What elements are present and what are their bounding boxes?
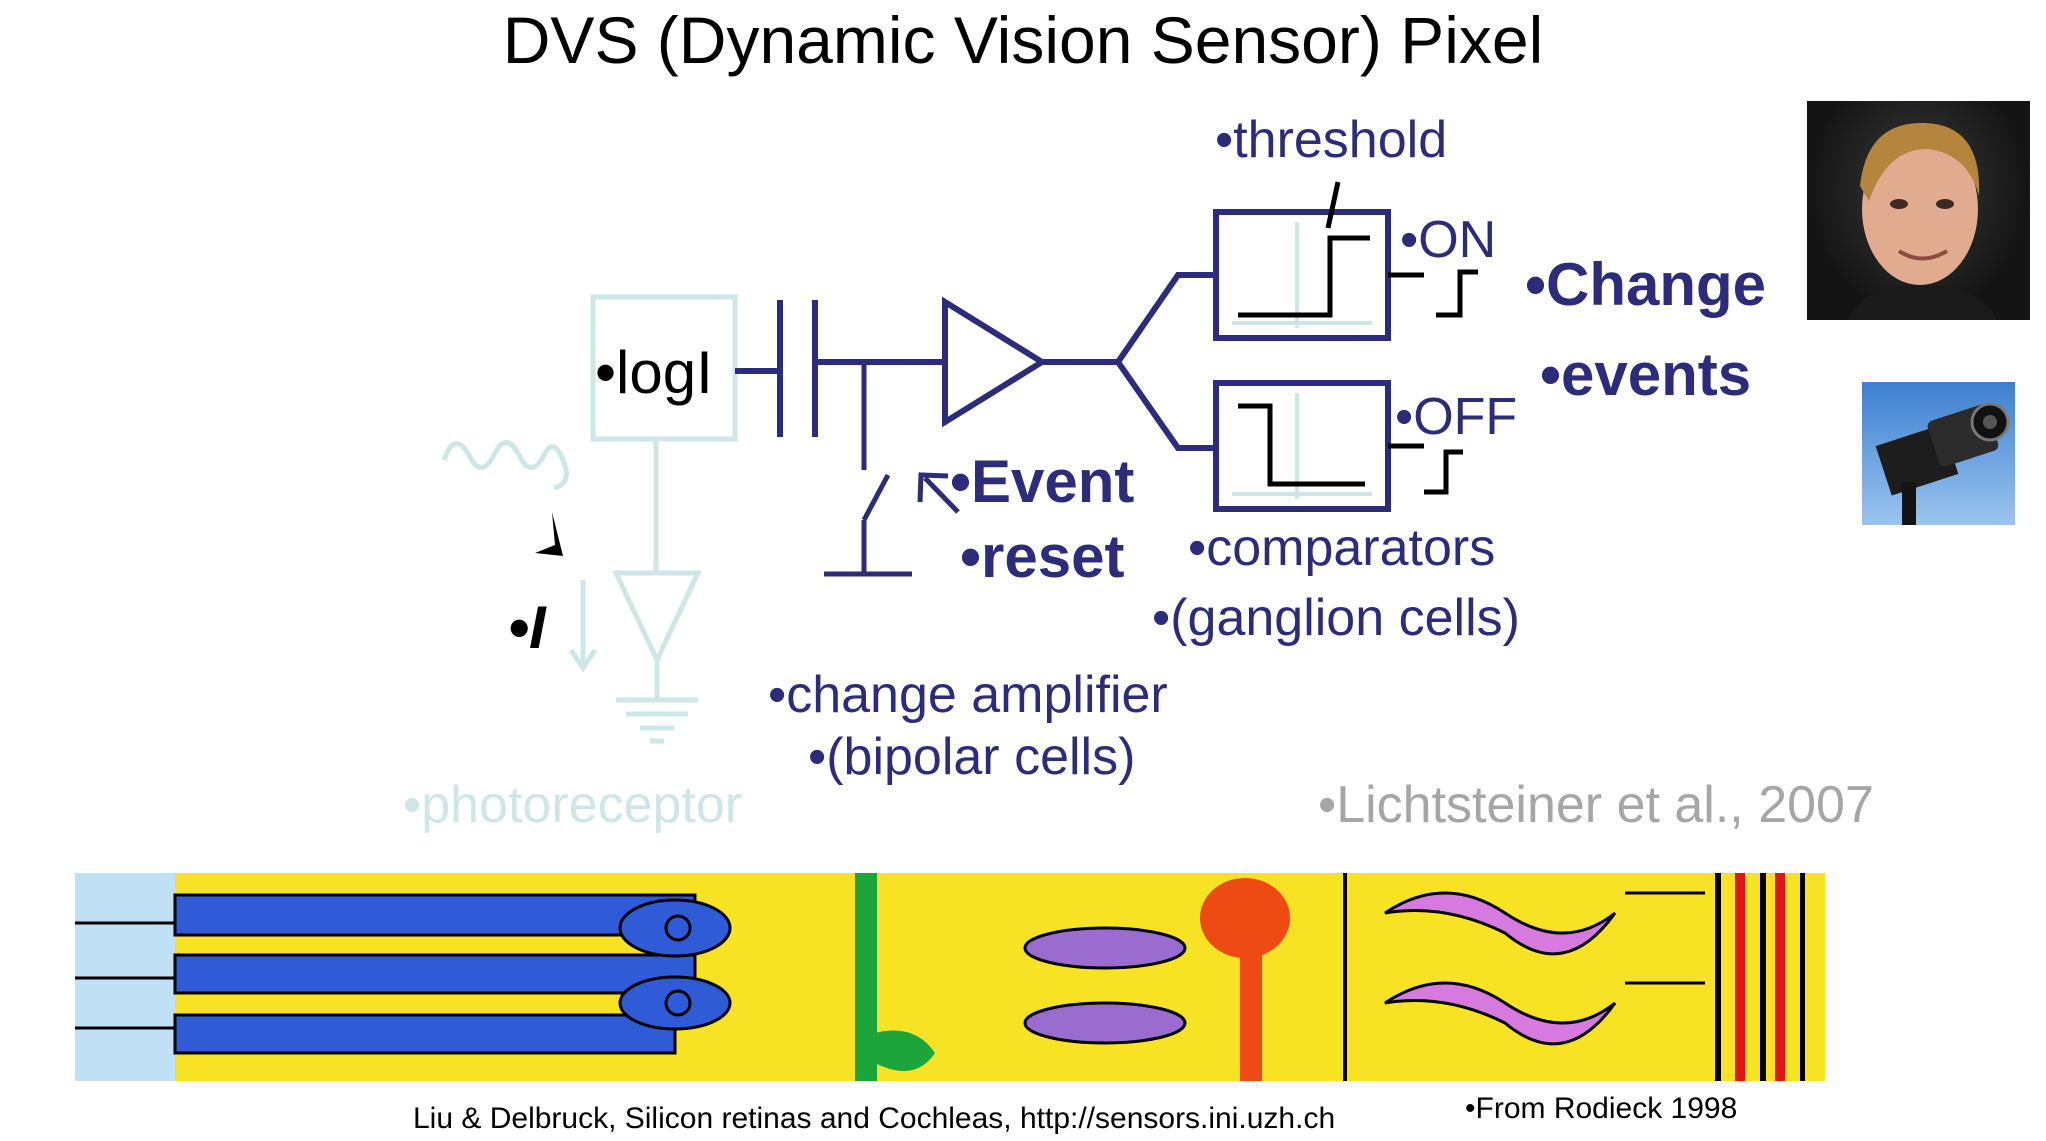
rodieck-citation: •From Rodieck 1998: [1465, 1092, 1738, 1125]
photoreceptor-label: •photoreceptor: [403, 776, 743, 834]
bipolar-label: •(bipolar cells): [808, 728, 1136, 786]
citation-lichtsteiner: •Lichtsteiner et al., 2007: [1318, 776, 1874, 834]
portrait-drawing: [1847, 122, 1997, 320]
retina-drawing: [75, 873, 1805, 1081]
reset-label: •reset: [960, 523, 1125, 590]
reset-switch: [824, 362, 960, 577]
person-portrait: [1807, 101, 2030, 320]
camera-drawing: [1875, 402, 2010, 525]
threshold-label: •threshold: [1215, 111, 1448, 169]
on-label: •ON: [1400, 211, 1497, 269]
on-comparator: [1213, 181, 1478, 341]
retina-cell-illustration: [75, 873, 1825, 1081]
off-comparator: [1213, 380, 1463, 512]
slide-title: DVS (Dynamic Vision Sensor) Pixel: [502, 3, 1544, 77]
light-arrowhead: [535, 512, 563, 556]
log-label: •logI: [595, 339, 713, 406]
credit-footer: Liu & Delbruck, Silicon retinas and Coch…: [413, 1102, 1336, 1135]
ganglion-label: •(ganglion cells): [1152, 589, 1520, 647]
change-amplifier: [942, 272, 1216, 451]
off-label: •OFF: [1395, 388, 1518, 446]
photoreceptor-block: [441, 294, 738, 744]
events-label: •events: [1540, 341, 1752, 408]
dvs-camera: [1862, 382, 2015, 525]
capacitor: [735, 300, 945, 437]
change-label: •Change: [1525, 251, 1767, 318]
comparators-label: •comparators: [1188, 519, 1496, 577]
change-amplifier-label: •change amplifier: [768, 666, 1168, 724]
current-label: •I: [508, 594, 546, 661]
event-label: •Event: [950, 448, 1135, 515]
